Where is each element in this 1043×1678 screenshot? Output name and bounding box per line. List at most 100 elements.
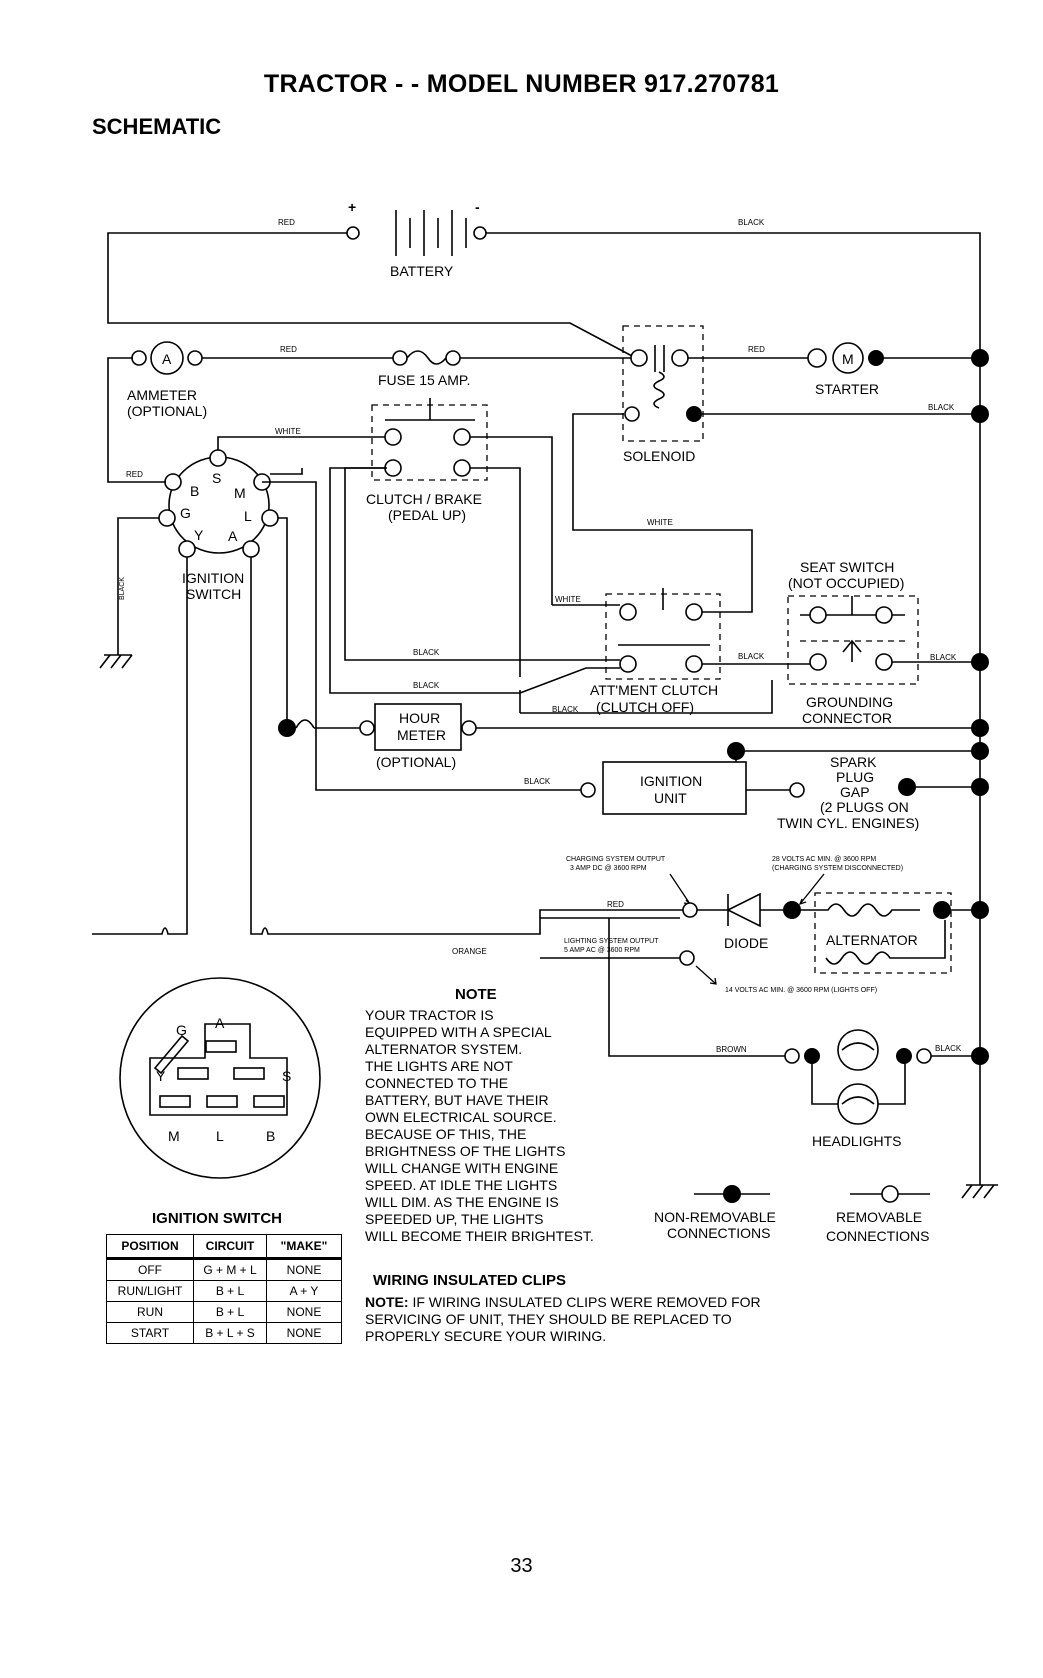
seat-switch-sub-label: (NOT OCCUPIED) (788, 575, 904, 591)
charging-output-label: CHARGING SYSTEM OUTPUT (566, 856, 666, 863)
wire-label-orange: ORANGE (452, 947, 487, 956)
switch-face-letter-a: A (215, 1015, 225, 1031)
switch-face-letter-g: G (176, 1022, 187, 1038)
spark-plug-label: GAP (840, 784, 870, 800)
column-header-make: "MAKE" (266, 1234, 342, 1259)
spark-plug-label: TWIN CYL. ENGINES) (777, 815, 919, 831)
ignition-switch-face: G A Y S M L B (119, 977, 321, 1179)
clips-note-label: NOTE: (365, 1294, 409, 1310)
seat-switch: SEAT SWITCH (NOT OCCUPIED) GROUNDING CON… (787, 559, 919, 726)
note-line: CONNECTED TO THE (365, 1075, 508, 1091)
table-cell: B + L (193, 1301, 267, 1323)
table-cell: NONE (266, 1257, 342, 1281)
table-cell: OFF (106, 1257, 194, 1281)
table-row: START B + L + S NONE (106, 1322, 342, 1344)
ammeter-optional-label: (OPTIONAL) (127, 403, 207, 419)
legend-label: NON-REMOVABLE (654, 1209, 776, 1225)
headlights: BROWN BLACK HEADLIGHTS (608, 918, 989, 1149)
ignition-switch-schematic: S B M G L Y A IGNITION SWITCH (158, 449, 279, 602)
hour-meter-label: METER (397, 727, 446, 743)
note-line: WILL CHANGE WITH ENGINE (365, 1160, 558, 1176)
wire-label-black: BLACK (738, 652, 765, 661)
note-line: SPEEDED UP, THE LIGHTS (365, 1211, 543, 1227)
hour-meter-optional-label: (OPTIONAL) (376, 754, 456, 770)
switch-terminal-s: S (212, 470, 221, 486)
note-line: YOUR TRACTOR IS (365, 1007, 494, 1023)
table-cell: G + M + L (193, 1257, 267, 1281)
spark-plug-label: SPARK (830, 754, 877, 770)
ignition-switch-label: SWITCH (186, 586, 241, 602)
switch-face-letter-s: S (282, 1068, 291, 1084)
wire-label-white: WHITE (647, 518, 673, 527)
ignition-switch-table: POSITION CIRCUIT "MAKE" OFF G + M + L NO… (106, 1234, 342, 1344)
wire-label-black: BLACK (935, 1044, 962, 1053)
switch-terminal-b: B (190, 483, 199, 499)
starter-label: STARTER (815, 381, 879, 397)
note-title: NOTE (455, 986, 497, 1003)
lights-off-volts-label: 14 VOLTS AC MIN. @ 3600 RPM (LIGHTS OFF) (725, 987, 877, 994)
switch-terminal-l: L (244, 508, 252, 524)
ammeter-letter: A (162, 351, 172, 367)
table-header-row: POSITION CIRCUIT "MAKE" (106, 1234, 342, 1259)
note-line: EQUIPPED WITH A SPECIAL (365, 1024, 552, 1040)
legend-label: REMOVABLE (836, 1209, 922, 1225)
grounding-connector-label: CONNECTOR (802, 710, 892, 726)
clutch-brake-sub-label: (PEDAL UP) (388, 507, 466, 523)
ground-connection-dot (971, 349, 989, 367)
switch-terminal-y: Y (194, 527, 204, 543)
note-line: BATTERY, BUT HAVE THEIR (365, 1092, 549, 1108)
seat-switch-label: SEAT SWITCH (800, 559, 894, 575)
headlights-label: HEADLIGHTS (812, 1133, 901, 1149)
ammeter: A AMMETER (OPTIONAL) (127, 341, 207, 419)
switch-terminal-a: A (228, 528, 238, 544)
page-title: TRACTOR - - MODEL NUMBER 917.270781 (263, 70, 780, 98)
open-circuit-volts-label: (CHARGING SYSTEM DISCONNECTED) (772, 865, 903, 872)
alternator-label: ALTERNATOR (826, 932, 918, 948)
attachment-clutch-sub-label: (CLUTCH OFF) (596, 699, 694, 715)
wiring-clips-note: WIRING INSULATED CLIPS NOTE: IF WIRING I… (365, 1272, 761, 1344)
open-circuit-volts-label: 28 VOLTS AC MIN. @ 3600 RPM (772, 856, 876, 863)
wire-label-black: BLACK (524, 777, 551, 786)
wire-label-red: RED (280, 345, 297, 354)
wire-label-black: BLACK (552, 705, 579, 714)
note-line: BRIGHTNESS OF THE LIGHTS (365, 1143, 565, 1159)
wire-label-red: RED (126, 470, 143, 479)
ignition-unit: IGNITION UNIT (580, 742, 989, 815)
battery-plus-sign: + (348, 199, 356, 215)
battery: + - BATTERY (346, 199, 487, 279)
wire-label-white: WHITE (555, 595, 581, 604)
wire-label-red: RED (748, 345, 765, 354)
wire-label-black: BLACK (738, 218, 765, 227)
table-cell: NONE (266, 1322, 342, 1344)
battery-minus-sign: - (475, 199, 480, 215)
clips-note-line: SERVICING OF UNIT, THEY SHOULD BE REPLAC… (365, 1311, 732, 1327)
lighting-output-label: 5 AMP AC @ 3600 RPM (564, 947, 640, 954)
note-line: WILL DIM. AS THE ENGINE IS (365, 1194, 559, 1210)
charging-output-label: 3 AMP DC @ 3600 RPM (570, 865, 647, 872)
solenoid: SOLENOID (622, 325, 704, 464)
wire-label-black: BLACK (413, 648, 440, 657)
non-removable-connection-symbol (723, 1185, 741, 1203)
wire-label-red: RED (607, 900, 624, 909)
table-cell: B + L (193, 1280, 267, 1302)
legend-label: CONNECTIONS (826, 1228, 929, 1244)
removable-connection-symbol (881, 1185, 899, 1203)
note-line: THE LIGHTS ARE NOT (365, 1058, 513, 1074)
note-line: OWN ELECTRICAL SOURCE. (365, 1109, 557, 1125)
clips-note-line: NOTE: IF WIRING INSULATED CLIPS WERE REM… (365, 1294, 761, 1310)
ammeter-circle (150, 341, 184, 375)
clutch-brake-label: CLUTCH / BRAKE (366, 491, 482, 507)
table-cell: B + L + S (193, 1322, 267, 1344)
switch-face-letter-y: Y (156, 1068, 166, 1084)
switch-face-letter-b: B (266, 1128, 275, 1144)
section-title: SCHEMATIC (92, 114, 222, 139)
wire-label-black: BLACK (930, 653, 957, 662)
wire-label-black: BLACK (119, 577, 126, 600)
wiring-schematic: + - BATTERY RED BLACK A AMMETER (OPTIONA… (92, 199, 998, 1344)
note-line: SPEED. AT IDLE THE LIGHTS (365, 1177, 557, 1193)
spark-plug-label: (2 PLUGS ON (820, 799, 909, 815)
attachment-clutch-switch: ATT'MENT CLUTCH (CLUTCH OFF) (590, 588, 721, 715)
column-header-circuit: CIRCUIT (193, 1234, 267, 1259)
attachment-clutch-label: ATT'MENT CLUTCH (590, 682, 718, 698)
spark-plug: SPARK PLUG GAP (2 PLUGS ON TWIN CYL. ENG… (777, 754, 989, 831)
